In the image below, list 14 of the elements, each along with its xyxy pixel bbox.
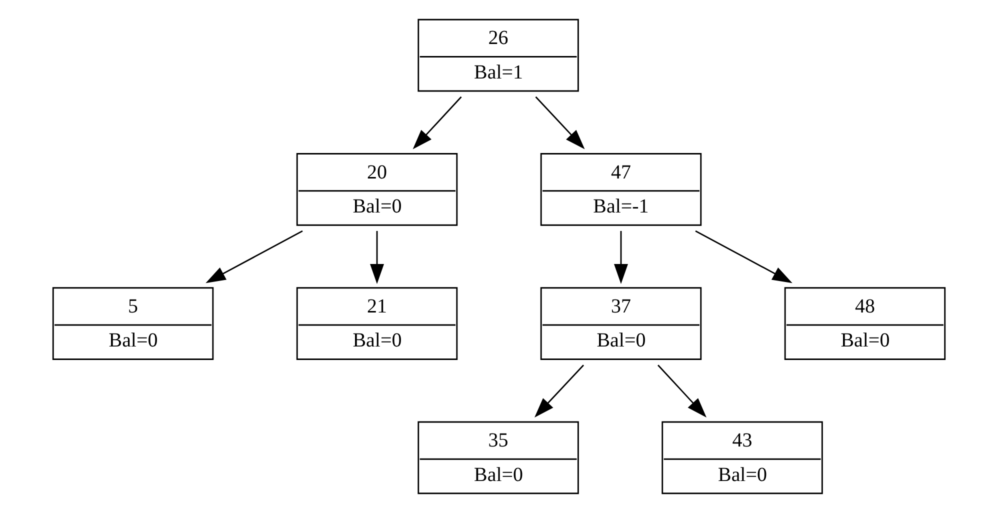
- arrow: [206, 230, 303, 284]
- node-box: 48 Bal=0: [784, 287, 946, 360]
- arrow: [412, 96, 462, 150]
- arrow: [695, 230, 792, 284]
- arrow: [535, 96, 585, 150]
- node-box: 21 Bal=0: [296, 287, 458, 360]
- node-box: 5 Bal=0: [52, 287, 214, 360]
- arrow: [370, 230, 384, 284]
- arrow: [534, 364, 584, 418]
- arrow: [614, 230, 628, 284]
- arrow: [658, 364, 706, 418]
- node-box: 47 Bal=-1: [540, 153, 702, 226]
- node-box: 37 Bal=0: [540, 287, 702, 360]
- node-box: 20 Bal=0: [296, 153, 458, 226]
